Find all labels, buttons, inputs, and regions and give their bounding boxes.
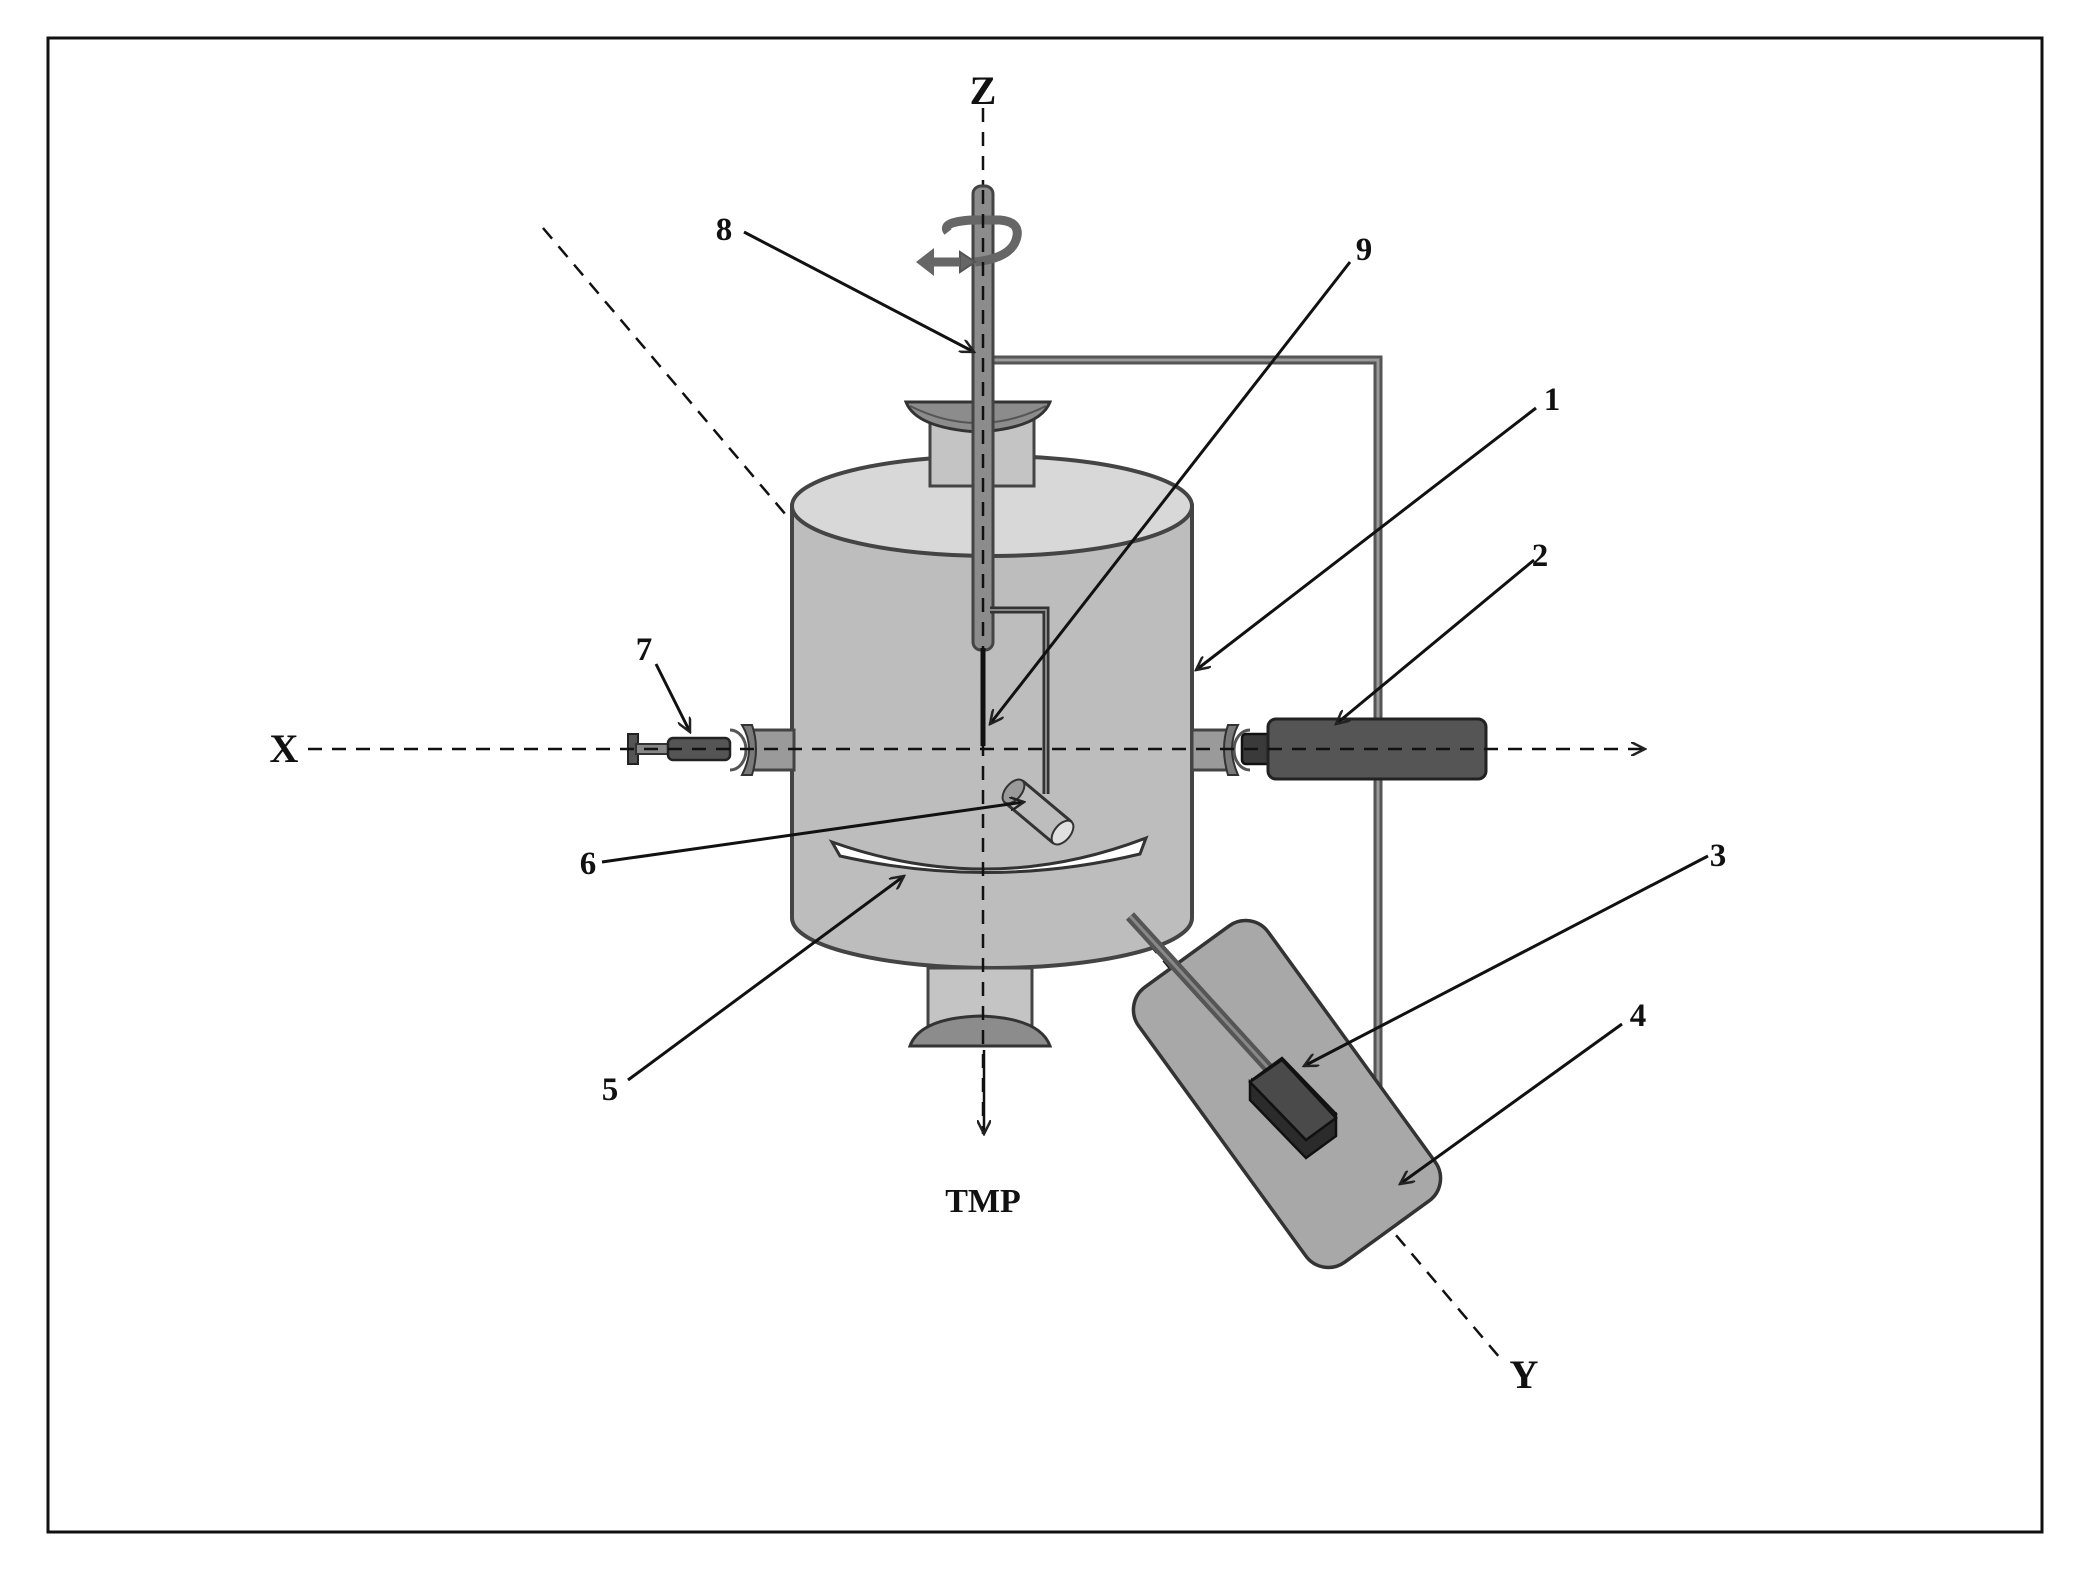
bottom-flange	[907, 966, 1053, 1048]
leader-6	[601, 802, 1024, 864]
callout-9: 9	[1356, 232, 1373, 268]
tmp-label: TMP	[945, 1183, 1021, 1220]
axis-label-z: Z	[970, 68, 997, 113]
leader-3	[1304, 854, 1709, 1068]
axis-label-y: Y	[1510, 1352, 1539, 1397]
leader-9	[990, 261, 1352, 724]
sensor-block	[1248, 1056, 1338, 1160]
curved-substrate-plate	[828, 835, 1149, 874]
callout-leaders	[601, 230, 1709, 1184]
callout-6: 6	[580, 846, 597, 882]
callout-8: 8	[716, 212, 733, 248]
leader-8	[743, 230, 974, 354]
callout-5: 5	[602, 1072, 619, 1108]
axis-label-x: X	[270, 726, 299, 771]
callout-1: 1	[1544, 382, 1561, 418]
callout-3: 3	[1710, 838, 1727, 874]
leader-2	[1336, 558, 1535, 724]
leader-5	[627, 876, 904, 1082]
leader-7	[654, 663, 692, 732]
callout-4: 4	[1630, 998, 1647, 1034]
callout-7: 7	[636, 632, 653, 668]
leader-1	[1196, 406, 1537, 670]
leader-4	[1400, 1022, 1623, 1184]
rotation-arrow-icon	[916, 215, 1022, 276]
callout-2: 2	[1532, 538, 1549, 574]
